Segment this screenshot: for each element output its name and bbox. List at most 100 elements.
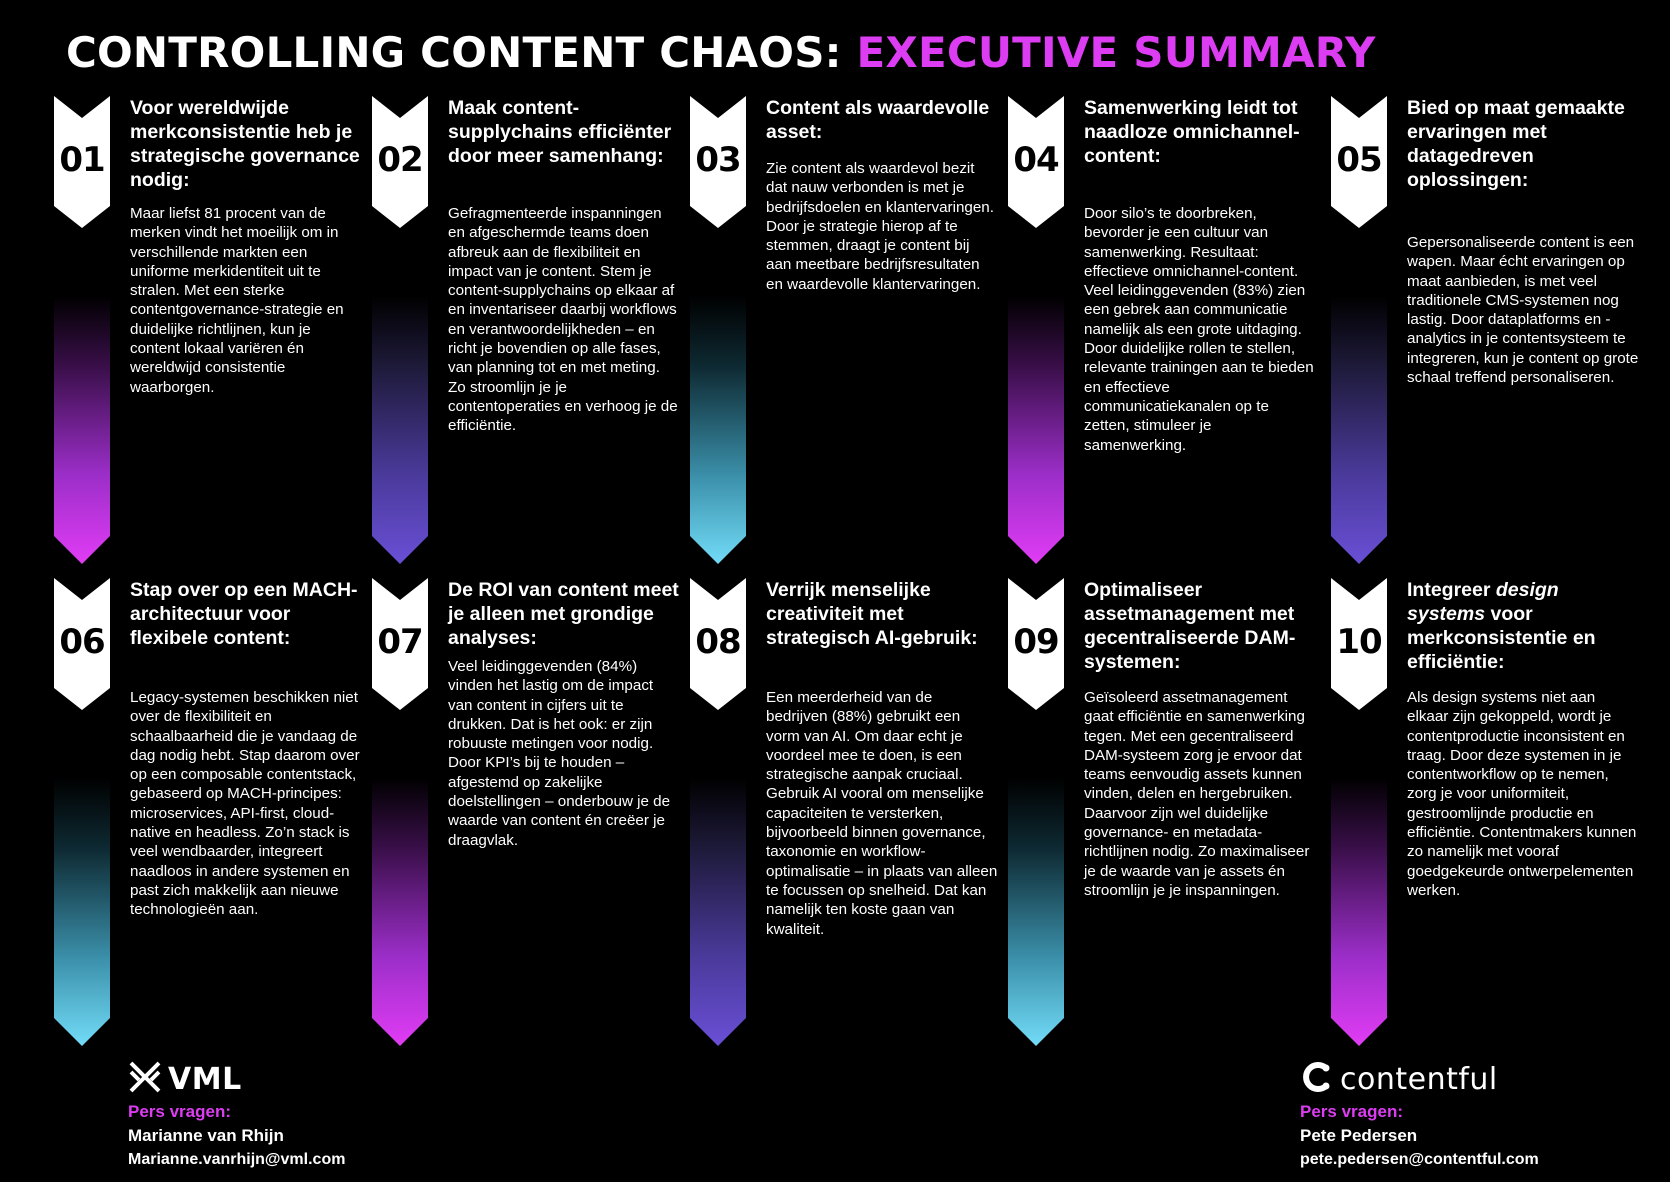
summary-card-09: 09 Optimaliseer assetmanagement met gece… (1008, 578, 1309, 1048)
ribbon-head (1331, 96, 1387, 228)
card-title: Bied op maat gemaakte ervaringen met dat… (1407, 97, 1625, 191)
card-body: Legacy-systemen beschikken niet over de … (130, 689, 360, 919)
card-title: Optimaliseer assetmanagement met gecentr… (1084, 579, 1296, 673)
ribbon-head (1008, 578, 1064, 710)
card-body: Geïsoleerd assetmanagement gaat efficiën… (1084, 689, 1310, 899)
ribbon-body (372, 206, 428, 564)
card-number: 06 (59, 622, 105, 662)
ribbon-head (690, 96, 746, 228)
card-title: Maak content-supplychains efficiënter do… (448, 97, 672, 167)
card-number: 10 (1336, 622, 1382, 662)
ribbon-body (372, 688, 428, 1046)
ribbon-head (1331, 578, 1387, 710)
ribbon-arrow (690, 578, 746, 1046)
number-ribbon (1008, 96, 1064, 564)
card-number: 09 (1013, 622, 1059, 662)
number-ribbon (1331, 578, 1387, 1046)
number-ribbon (372, 96, 428, 564)
ribbon-arrow (1008, 96, 1064, 564)
card-title-post: voor merkconsistentie en efficiëntie: (1407, 603, 1596, 673)
card-number: 01 (59, 140, 105, 180)
card-body: Veel leidinggevenden (84%) vinden het la… (448, 658, 671, 849)
title-main: CONTROLLING CONTENT CHAOS: (66, 28, 842, 77)
card-title: Samenwerking leidt tot naadloze omnichan… (1084, 97, 1300, 167)
contentful-logo-text: contentful (1340, 1062, 1498, 1097)
number-ribbon (54, 578, 110, 1046)
press-email[interactable]: Marianne.vanrhijn@vml.com (128, 1151, 346, 1168)
ribbon-body (1008, 688, 1064, 1046)
card-number: 04 (1013, 140, 1059, 180)
vml-logo-text: VML (168, 1062, 242, 1097)
card-title-em: design systems (1407, 579, 1559, 625)
card-body: Zie content als waardevol bezit dat nauw… (766, 160, 994, 293)
ribbon-head (372, 578, 428, 710)
number-ribbon (1008, 578, 1064, 1046)
card-body: Als design systems niet aan elkaar zijn … (1407, 689, 1637, 899)
ribbon-arrow (1331, 96, 1387, 564)
number-ribbon (690, 578, 746, 1046)
ribbon-body (690, 688, 746, 1046)
ribbon-head (1008, 96, 1064, 228)
ribbon-arrow (54, 578, 110, 1046)
ribbon-body (54, 688, 110, 1046)
ribbon-body (690, 206, 746, 564)
ribbon-head (54, 96, 110, 228)
card-number: 07 (377, 622, 423, 662)
card-title: Content als waardevolle asset: (766, 97, 990, 143)
press-label: Pers vragen: (128, 1102, 231, 1121)
card-title: Voor wereldwijde merkconsistentie heb je… (130, 97, 360, 191)
number-ribbon (690, 96, 746, 564)
press-label: Pers vragen: (1300, 1102, 1403, 1121)
press-name: Pete Pedersen (1300, 1126, 1418, 1145)
summary-card-01: 01 Voor wereldwijde merkconsistentie heb… (54, 96, 360, 566)
ribbon-arrow (1008, 578, 1064, 1046)
press-contact-vml: Pers vragen: Marianne van Rhijn Marianne… (128, 1100, 345, 1172)
summary-card-05: 05 Bied op maat gemaakte ervaringen met … (1331, 96, 1638, 566)
summary-card-03: 03 Content als waardevolle asset: Zie co… (690, 96, 994, 566)
ribbon-arrow (54, 96, 110, 564)
summary-card-06: 06 Stap over op een MACH-architectuur vo… (54, 578, 360, 1048)
press-name: Marianne van Rhijn (128, 1126, 284, 1145)
ribbon-head (690, 578, 746, 710)
card-body: Gepersonaliseerde content is een wapen. … (1407, 234, 1639, 387)
card-number: 05 (1336, 140, 1382, 180)
ribbon-head (372, 96, 428, 228)
summary-card-04: 04 Samenwerking leidt tot naadloze omnic… (1008, 96, 1314, 566)
card-title-pre: Integreer (1407, 579, 1496, 601)
summary-card-08: 08 Verrijk menselijke creativiteit met s… (690, 578, 997, 1048)
summary-card-10: 10 Integreer design systems voor merkcon… (1331, 578, 1636, 1048)
vml-logo: VML (128, 1060, 242, 1099)
summary-card-02: 02 Maak content-supplychains efficiënter… (372, 96, 678, 566)
ribbon-arrow (1331, 578, 1387, 1046)
card-number: 08 (695, 622, 741, 662)
card-title: Stap over op een MACH-architectuur voor … (130, 579, 358, 649)
number-ribbon (1331, 96, 1387, 564)
ribbon-head (54, 578, 110, 710)
card-body: Door silo’s te doorbreken, bevorder je e… (1084, 205, 1314, 454)
ribbon-arrow (690, 96, 746, 564)
card-title: Verrijk menselijke creativiteit met stra… (766, 579, 978, 649)
card-body: Maar liefst 81 procent van de merken vin… (130, 205, 344, 396)
ribbon-arrow (372, 578, 428, 1046)
ribbon-body (1008, 206, 1064, 564)
card-number: 03 (695, 140, 741, 180)
contentful-mark-icon (1300, 1060, 1334, 1099)
ribbon-arrow (372, 96, 428, 564)
card-body: Gefragmenteerde inspanningen en afgesche… (448, 205, 678, 435)
card-body: Een meerderheid van de bedrijven (88%) g… (766, 689, 998, 938)
ribbon-body (1331, 688, 1387, 1046)
vml-mark-icon (128, 1060, 162, 1099)
ribbon-body (1331, 206, 1387, 564)
title-accent: EXECUTIVE SUMMARY (856, 28, 1376, 77)
press-contact-contentful: Pers vragen: Pete Pedersen pete.pedersen… (1300, 1100, 1539, 1172)
card-title: De ROI van content meet je alleen met gr… (448, 579, 679, 649)
card-title: Integreer design systems voor merkconsis… (1407, 578, 1639, 674)
ribbon-body (54, 206, 110, 564)
card-number: 02 (377, 140, 423, 180)
number-ribbon (54, 96, 110, 564)
press-email[interactable]: pete.pedersen@contentful.com (1300, 1151, 1539, 1168)
page-title: CONTROLLING CONTENT CHAOS: EXECUTIVE SUM… (66, 28, 1376, 77)
summary-card-07: 07 De ROI van content meet je alleen met… (372, 578, 679, 1048)
contentful-logo: contentful (1300, 1060, 1498, 1099)
number-ribbon (372, 578, 428, 1046)
